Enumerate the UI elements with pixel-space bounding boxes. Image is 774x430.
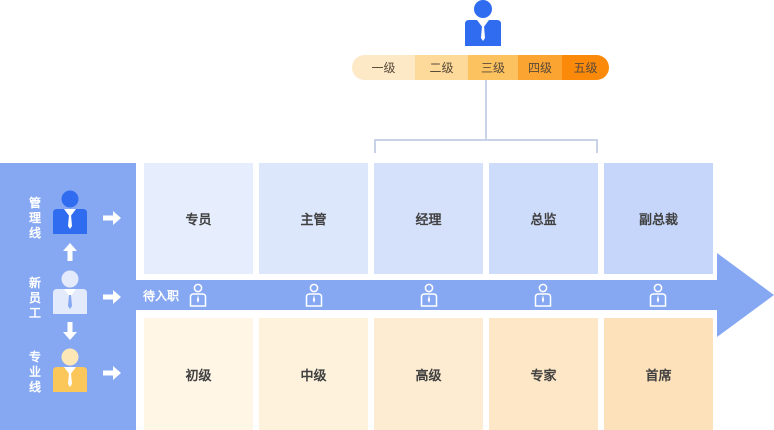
- connector-right-tick: [596, 139, 598, 153]
- small-person-icon: [649, 283, 667, 307]
- arrow-right-icon: [103, 290, 121, 304]
- band-arrow-head: [717, 253, 774, 337]
- professional-level-box: 首席: [604, 318, 713, 430]
- small-person-icon: [420, 283, 438, 307]
- level-5: 五级: [562, 55, 609, 80]
- level-scale: 一级 二级 三级 四级 五级: [352, 55, 609, 80]
- management-line-label: 管理线: [28, 196, 41, 240]
- professional-level-box: 专家: [489, 318, 598, 430]
- arrow-right-icon: [103, 366, 121, 380]
- professional-person-icon: [53, 348, 87, 392]
- management-level-box: 经理: [374, 163, 483, 274]
- connector-vertical: [485, 80, 487, 140]
- new-employee-label: 新员工: [28, 276, 41, 320]
- small-person-icon: [189, 283, 207, 307]
- level-4: 四级: [518, 55, 562, 80]
- band-label: 待入职: [143, 289, 180, 303]
- level-2: 二级: [415, 55, 468, 80]
- new-employee-person-icon: [53, 270, 87, 314]
- management-level-box: 总监: [489, 163, 598, 274]
- management-person-icon: [53, 190, 87, 234]
- professional-level-box: 高级: [374, 318, 483, 430]
- level-1: 一级: [352, 55, 415, 80]
- arrow-right-icon: [103, 211, 121, 225]
- management-level-box: 副总裁: [604, 163, 713, 274]
- management-level-box: 专员: [144, 163, 253, 274]
- connector-horizontal: [374, 139, 598, 141]
- arrow-down-icon: [63, 322, 77, 340]
- professional-line-label: 专业线: [28, 350, 41, 394]
- professional-level-box: 初级: [144, 318, 253, 430]
- level-3: 三级: [468, 55, 518, 80]
- management-level-box: 主管: [259, 163, 368, 274]
- manager-person-icon: [465, 0, 501, 46]
- professional-level-box: 中级: [259, 318, 368, 430]
- connector-left-tick: [374, 139, 376, 153]
- arrow-up-icon: [63, 243, 77, 261]
- small-person-icon: [305, 283, 323, 307]
- small-person-icon: [534, 283, 552, 307]
